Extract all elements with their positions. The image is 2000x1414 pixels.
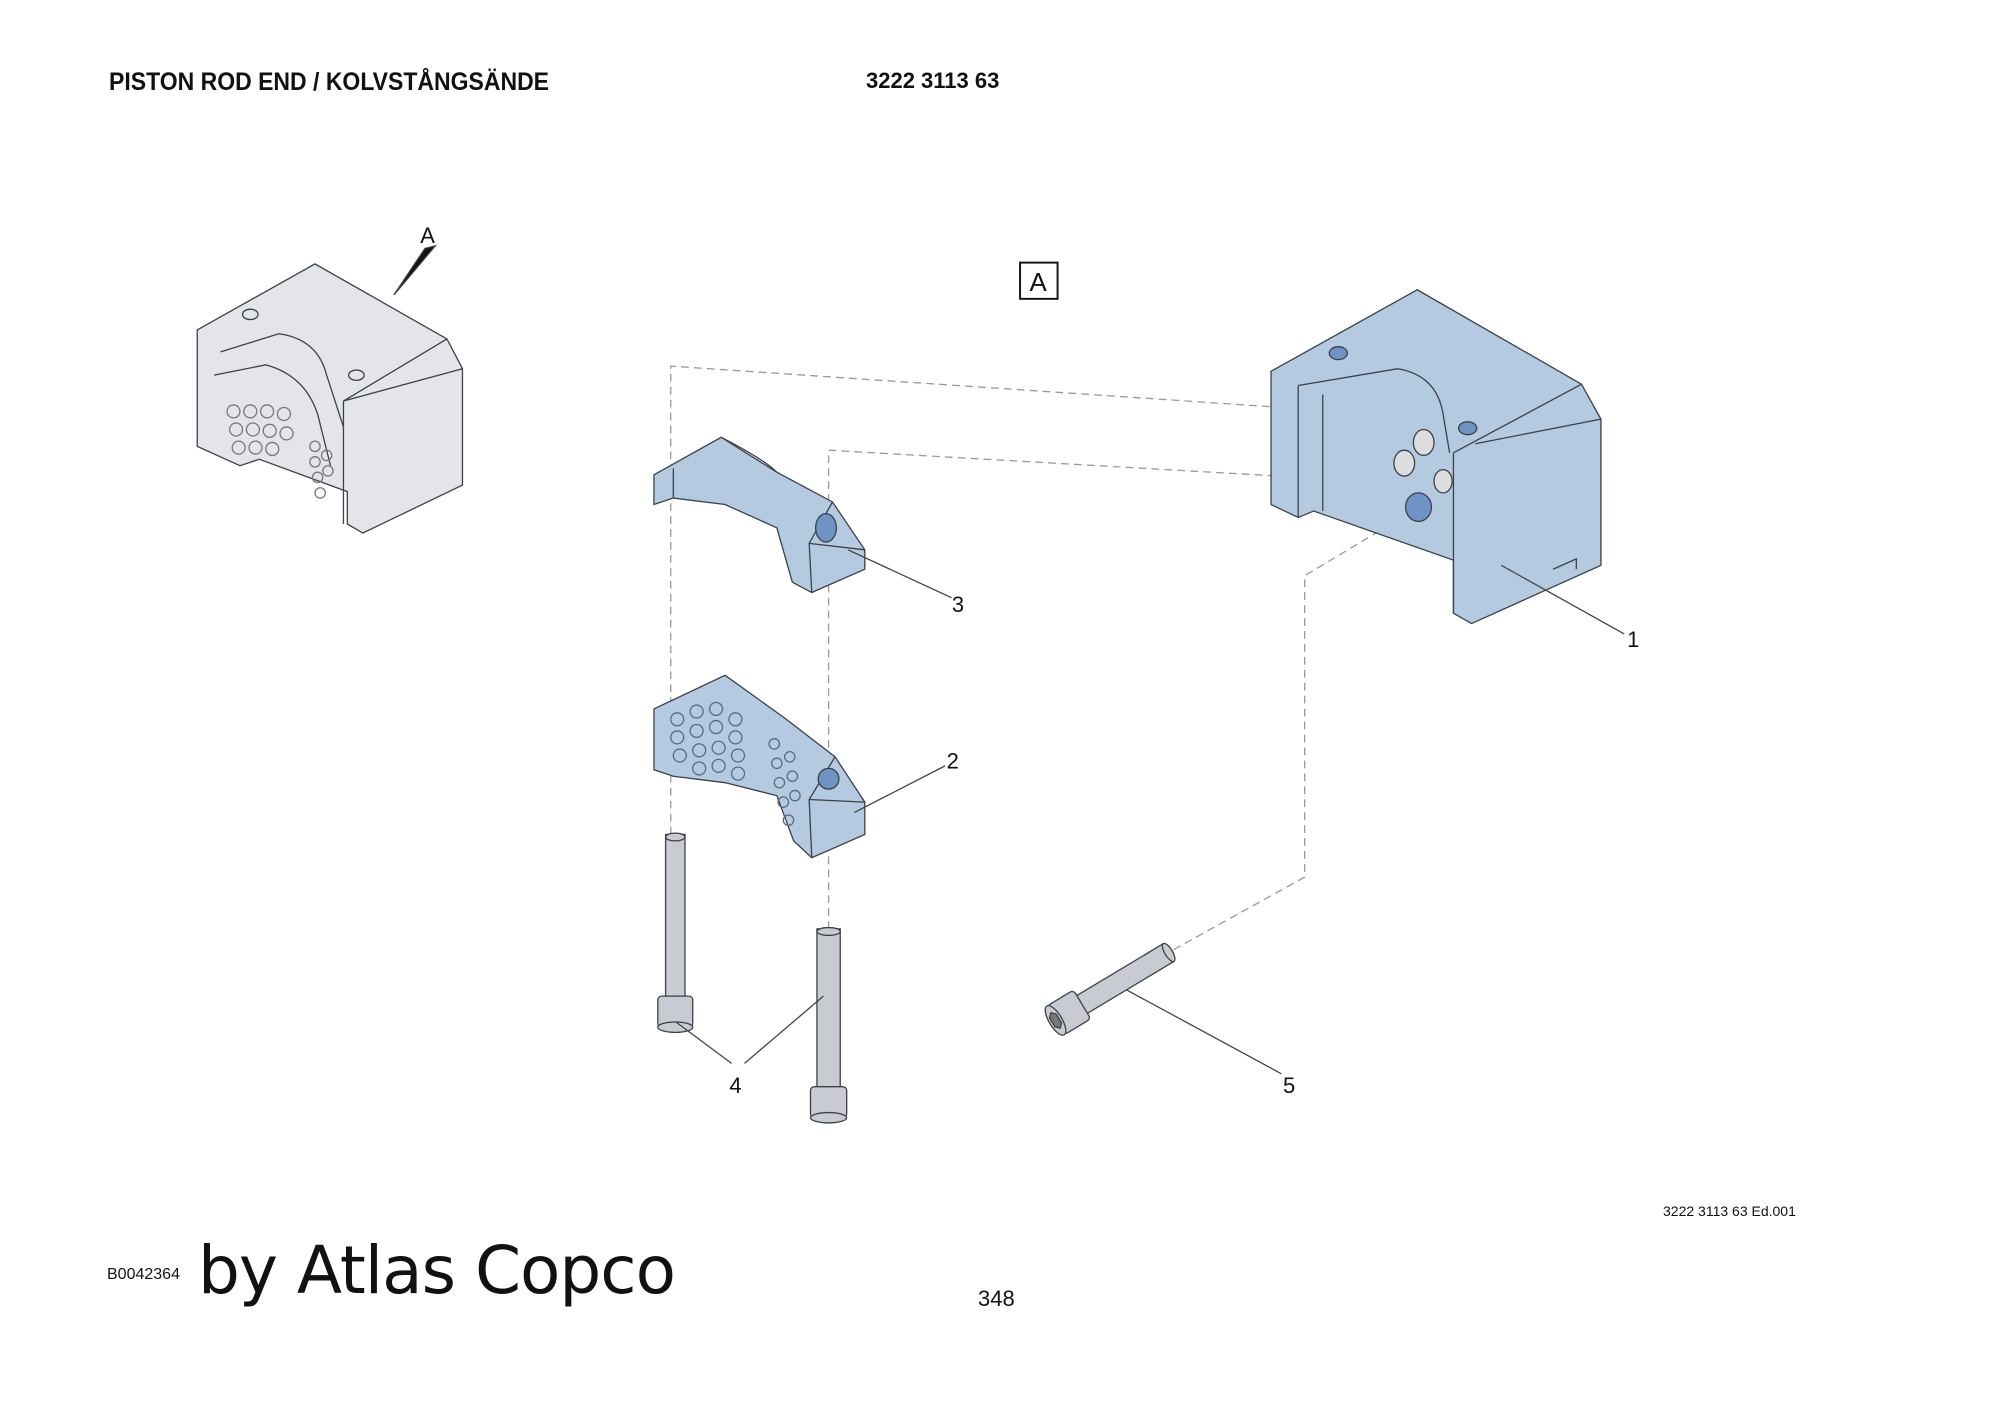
callout-4: 4 xyxy=(729,1073,741,1098)
overview-arrow-label: A xyxy=(420,223,435,248)
view-label-box xyxy=(1019,261,1059,300)
part-4-screws xyxy=(657,832,848,1124)
leader-lines xyxy=(675,549,1625,1075)
page-title: PISTON ROD END / KOLVSTÅNGSÄNDE xyxy=(109,68,550,96)
part-number: 3222 3113 63 xyxy=(866,68,1000,93)
callout-3: 3 xyxy=(952,592,964,617)
callout-5: 5 xyxy=(1283,1073,1295,1098)
part-2-lower-jaw xyxy=(653,674,866,859)
callout-1: 1 xyxy=(1627,627,1639,652)
view-arrow-icon xyxy=(393,244,438,296)
view-label: A xyxy=(1030,269,1048,297)
overview-assembly xyxy=(196,263,464,534)
part-5-screw xyxy=(1044,942,1176,1036)
page-number: 348 xyxy=(978,1286,1015,1311)
drawing-id: B0042364 xyxy=(107,1266,180,1283)
edition-reference: 3222 3113 63 Ed.001 xyxy=(1663,1203,1796,1219)
callout-2: 2 xyxy=(947,748,959,773)
part-3-upper-jaw xyxy=(653,436,866,594)
brand-watermark: by Atlas Copco xyxy=(198,1232,676,1309)
part-1-rod-end-block xyxy=(1270,289,1602,625)
